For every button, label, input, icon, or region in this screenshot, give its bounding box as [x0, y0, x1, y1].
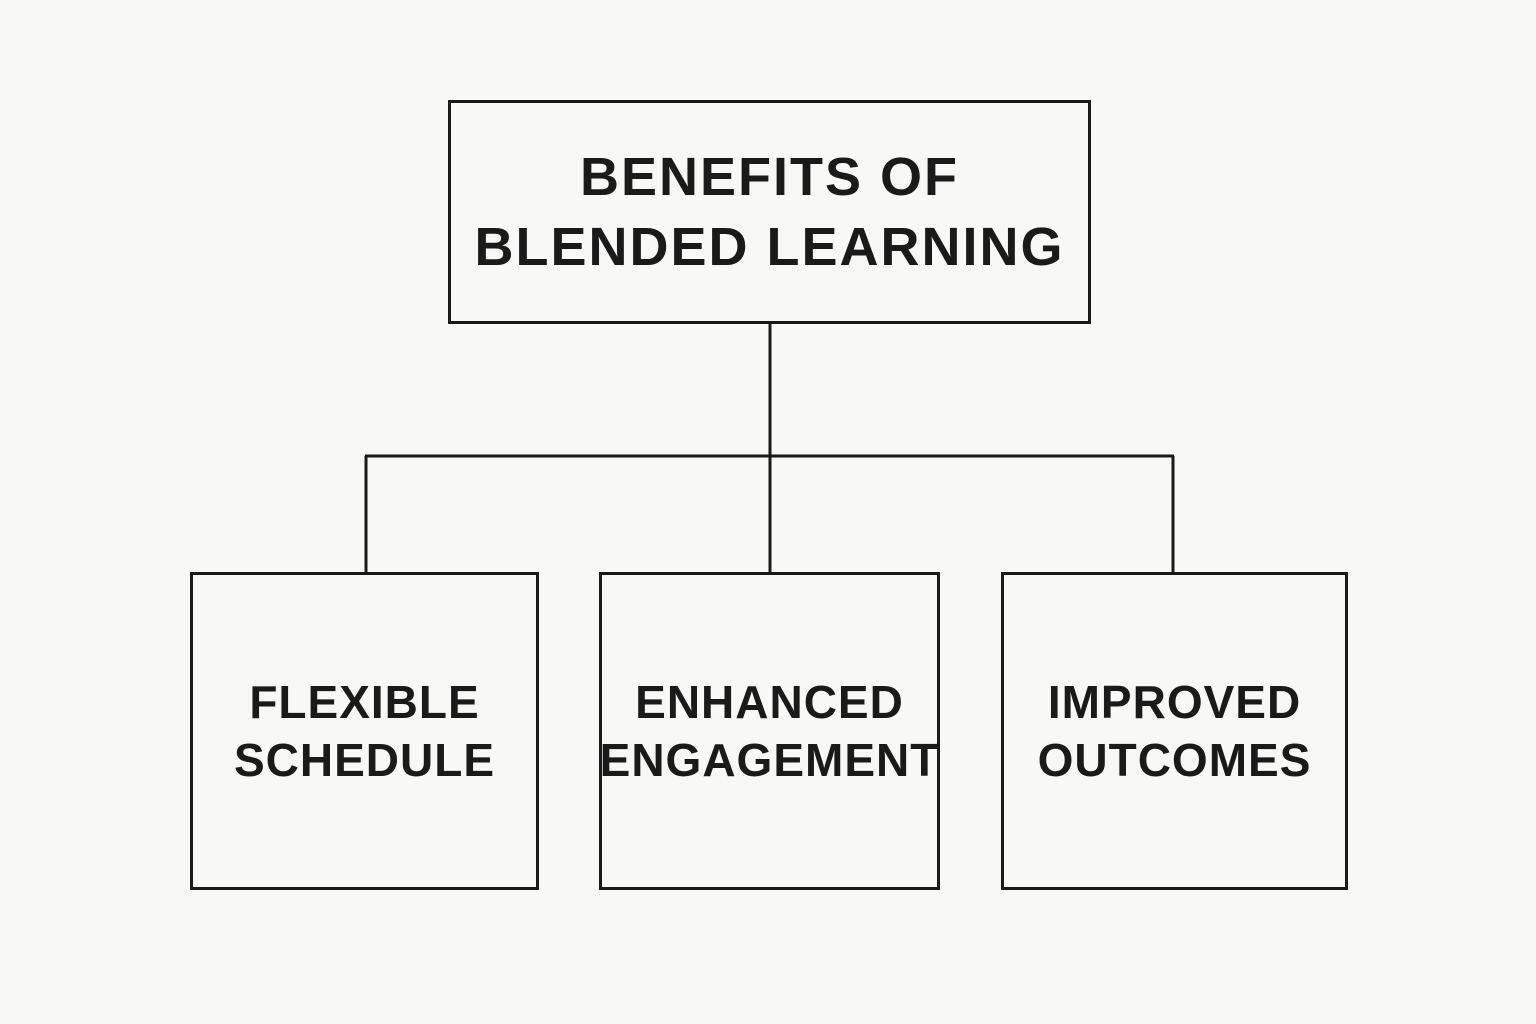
child-label-line-2: SCHEDULE [233, 734, 496, 786]
root-node-box: BENEFITS OF BLENDED LEARNING [448, 100, 1091, 324]
child-node-improved-outcomes: IMPROVED OUTCOMES [1001, 572, 1348, 890]
root-title-line-2: BLENDED LEARNING [474, 217, 1065, 277]
child-node-enhanced-engagement: ENHANCED ENGAGEMENT [599, 572, 940, 890]
root-title-line-1: BENEFITS OF [579, 147, 959, 207]
child-label-line-1: FLEXIBLE [249, 676, 480, 728]
child-node-flexible-schedule: FLEXIBLE SCHEDULE [190, 572, 539, 890]
child-label-line-2: ENGAGEMENT [599, 734, 940, 786]
child-label-line-1: ENHANCED [635, 676, 904, 728]
child-label-line-2: OUTCOMES [1037, 734, 1312, 786]
child-label-line-1: IMPROVED [1047, 676, 1302, 728]
